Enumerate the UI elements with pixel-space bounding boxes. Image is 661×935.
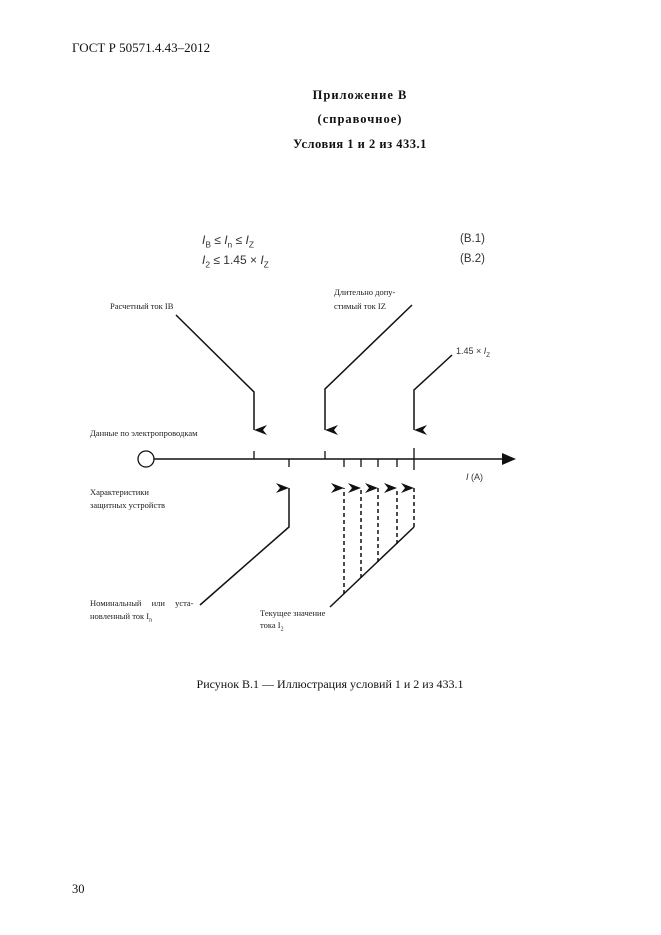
axis-label: I (A) [466, 472, 483, 482]
formula-b1: IB ≤ In ≤ IZ [202, 233, 254, 249]
formula-relation: ≤ [232, 233, 246, 247]
label-145-iz: 1.45 × IZ [456, 346, 490, 359]
axis-arrow-icon [502, 453, 516, 465]
arrow-in-icon [199, 483, 290, 606]
formula-var: I [260, 253, 264, 267]
page-number: 30 [72, 882, 85, 896]
label-operating-current-text: тока I [260, 620, 281, 630]
formula-sub: B [205, 239, 211, 250]
label-operating-current-line2: тока I2 [260, 620, 284, 633]
formula-relation: ≤ [210, 233, 225, 247]
formula-sub: 2 [205, 259, 211, 270]
document-code: ГОСТ Р 50571.4.43–2012 [72, 40, 211, 55]
label-145-sub: Z [486, 351, 491, 359]
formula-var: I [202, 233, 206, 247]
formula-sub: n [227, 239, 233, 250]
formula-var: I [224, 233, 228, 247]
appendix-note: (справочное) [317, 112, 403, 126]
axis-origin-circle [137, 450, 155, 468]
formula-b2: I2 ≤ 1.45 × IZ [202, 253, 269, 269]
label-conductor-data: Данные по электропроводкам [90, 428, 198, 438]
arrow-ib-icon [175, 314, 267, 435]
arrow-iz-icon [324, 304, 413, 435]
label-rated-current-text: новленный ток I [90, 611, 150, 621]
formula-sub: Z [248, 239, 254, 250]
label-operating-current-line1: Текущее значение [260, 608, 326, 618]
label-145-var: I [483, 346, 487, 356]
formula-b2-number: (B.2) [460, 253, 485, 265]
label-protective-devices-line2: защитных устройств [90, 500, 165, 510]
formula-b1-number: (B.1) [460, 233, 485, 245]
arrow-145iz-icon [413, 354, 453, 435]
label-protective-devices-line1: Характеристики [90, 487, 149, 497]
formula-relation: ≤ 1.45 × [210, 253, 261, 267]
formula-var: I [202, 253, 206, 267]
i2-base-line [329, 526, 415, 608]
formula-var: I [245, 233, 249, 247]
label-rated-current-line2: новленный ток In [90, 611, 152, 624]
label-permissible-current-line1: Длительно допу- [334, 287, 396, 297]
label-operating-current-sub: 2 [280, 626, 284, 633]
formula-sub: Z [263, 259, 269, 270]
label-rated-current-sub: n [149, 617, 153, 624]
axis-unit: (A) [471, 472, 484, 482]
label-design-current: Расчетный ток IB [110, 301, 174, 311]
axis-var: I [466, 472, 469, 482]
label-permissible-current-line2: стимый ток IZ [334, 301, 386, 311]
appendix-title: Приложение В [312, 88, 408, 102]
figure-caption: Рисунок B.1 — Иллюстрация условий 1 и 2 … [196, 677, 464, 691]
label-rated-current-line1: Номинальный или уста- [90, 598, 194, 608]
appendix-subject: Условия 1 и 2 из 433.1 [293, 137, 427, 151]
label-145-prefix: 1.45 × [456, 346, 484, 356]
